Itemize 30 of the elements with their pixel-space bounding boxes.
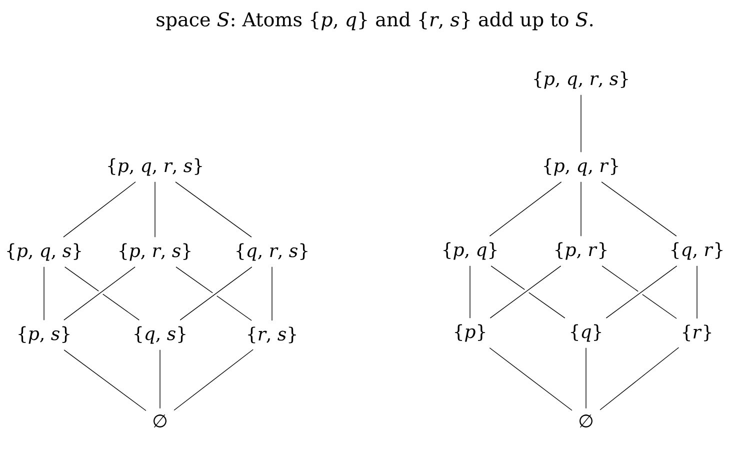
line bbox=[600, 347, 680, 410]
line bbox=[580, 94, 582, 152]
set-label: ∅ bbox=[154, 414, 166, 428]
set-label: {p} bbox=[455, 324, 485, 342]
caption-text: space S: Atoms {p, q} and {r, s} add up to S. bbox=[156, 12, 593, 30]
set-label: {q, r} bbox=[672, 242, 722, 260]
set-label: {p, s} bbox=[18, 326, 70, 344]
line bbox=[174, 349, 254, 411]
line bbox=[64, 350, 146, 411]
line bbox=[601, 182, 677, 236]
set-label: {r, s} bbox=[248, 326, 296, 344]
line bbox=[580, 182, 582, 236]
set-label: {p, q, s} bbox=[7, 243, 81, 261]
line bbox=[489, 348, 572, 411]
set-label: {p, q, r} bbox=[544, 158, 618, 176]
line bbox=[63, 182, 136, 238]
set-label: {q} bbox=[571, 324, 601, 342]
set-label: {r} bbox=[683, 324, 711, 342]
set-label: {q, s} bbox=[134, 326, 186, 344]
set-label: {p, q} bbox=[444, 242, 496, 260]
set-label: {q, r, s} bbox=[236, 243, 308, 261]
line bbox=[489, 182, 562, 236]
set-label: {p, r} bbox=[556, 242, 606, 260]
set-label: {p, q, r, s} bbox=[534, 71, 628, 89]
set-label: ∅ bbox=[580, 414, 592, 428]
line bbox=[154, 182, 156, 238]
set-label: {p, r, s} bbox=[120, 243, 190, 261]
line bbox=[175, 182, 252, 238]
set-label: {p, q, r, s} bbox=[108, 158, 202, 176]
line bbox=[696, 266, 698, 319]
